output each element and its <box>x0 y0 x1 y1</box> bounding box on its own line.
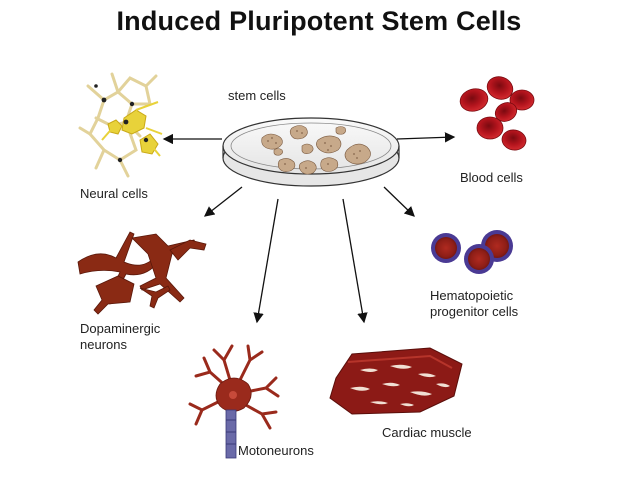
label-dopaminergic-line-2: neurons <box>80 337 127 352</box>
label-hematopoietic-line-1: Hematopoietic <box>430 288 514 303</box>
label-stem-cells: stem cells <box>228 88 286 103</box>
hematopoietic-cells-illustration <box>431 230 513 274</box>
arrow-to-cardiac <box>342 198 368 324</box>
blood-cells-illustration <box>459 76 535 151</box>
petri-dish <box>222 117 400 187</box>
label-dopaminergic-neurons: Dopaminergic neurons <box>80 321 160 353</box>
neural-cells-illustration <box>78 72 163 178</box>
label-motoneurons: Motoneurons <box>238 443 314 458</box>
arrow-to-blood <box>396 132 456 143</box>
arrows <box>162 132 456 324</box>
cardiac-muscle-illustration <box>329 347 463 415</box>
page-title: Induced Pluripotent Stem Cells <box>116 6 522 36</box>
label-blood-cells: Blood cells <box>460 170 523 185</box>
arrow-to-dopaminergic <box>203 186 243 217</box>
label-cardiac-muscle: Cardiac muscle <box>382 425 472 440</box>
label-hematopoietic-line-2: progenitor cells <box>430 304 519 319</box>
arrow-to-hematopoietic <box>383 186 415 217</box>
motoneuron-illustration <box>188 344 280 459</box>
label-dopaminergic-line-1: Dopaminergic <box>80 321 161 336</box>
stem-cell-colonies <box>261 125 371 175</box>
label-neural-cells: Neural cells <box>80 186 148 201</box>
label-hematopoietic-cells: Hematopoietic progenitor cells <box>430 288 518 320</box>
arrow-to-motoneurons <box>253 198 279 324</box>
dopaminergic-neurons-illustration <box>77 231 207 315</box>
